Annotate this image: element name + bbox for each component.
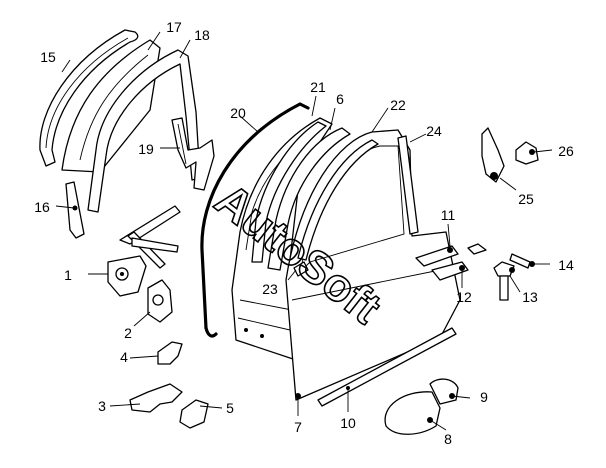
part-12-handle-bracket [431,261,469,281]
callout-26: 26 [558,143,574,159]
part-22-window-strip [297,139,379,261]
part-25-lock-actuator [481,127,505,183]
part-19-guide-bracket [171,117,215,191]
part-8-mirror-housing [384,391,441,435]
part-16-channel-bracket [65,181,85,239]
callout-3: 3 [98,398,106,414]
callout-22: 22 [390,97,406,113]
part-4-door-check [157,341,183,365]
callout-23: 23 [262,281,278,297]
callout-16: 16 [34,199,50,215]
part-2-regulator-motor [147,279,173,323]
callout-15: 15 [40,49,56,65]
callout-25: 25 [518,191,534,207]
callout-14: 14 [558,257,574,273]
part-3-door-hinge [129,383,183,413]
part-24-pillar-trim [397,135,419,235]
part-1-window-regulator [107,205,181,297]
callout-12: 12 [456,289,472,305]
callout-18: 18 [194,27,210,43]
callout-13: 13 [522,289,538,305]
part-21-frame-molding [251,121,327,263]
callout-8: 8 [444,431,452,447]
callout-24: 24 [426,123,442,139]
callout-20: 20 [230,105,246,121]
callout-labels: 1 2 3 4 5 6 7 8 9 10 11 12 13 14 15 16 1… [34,19,574,447]
part-13-lock-cylinder-key [493,261,515,301]
part-15-run-channel [39,29,139,167]
callout-9: 9 [480,389,488,405]
callout-2: 2 [124,325,132,341]
callout-21: 21 [310,79,326,95]
callout-5: 5 [226,400,234,416]
callout-1: 1 [64,267,72,283]
callout-11: 11 [441,207,456,223]
callout-17: 17 [166,19,182,35]
callout-19: 19 [138,141,154,157]
part-14-lock-insert [509,253,535,269]
callout-6: 6 [336,91,344,107]
part-10-sill-molding [317,327,457,407]
part-5-lower-hinge [179,399,209,429]
part-26-latch [515,141,539,165]
part-6-door-frame [267,127,351,271]
leader-lines [55,31,553,431]
part-20-weatherstrip [200,102,310,338]
callout-4: 4 [120,349,128,365]
part-11-outside-handle [415,243,487,267]
part-23-clip [293,261,309,277]
callout-10: 10 [340,415,356,431]
callout-7: 7 [294,419,302,435]
